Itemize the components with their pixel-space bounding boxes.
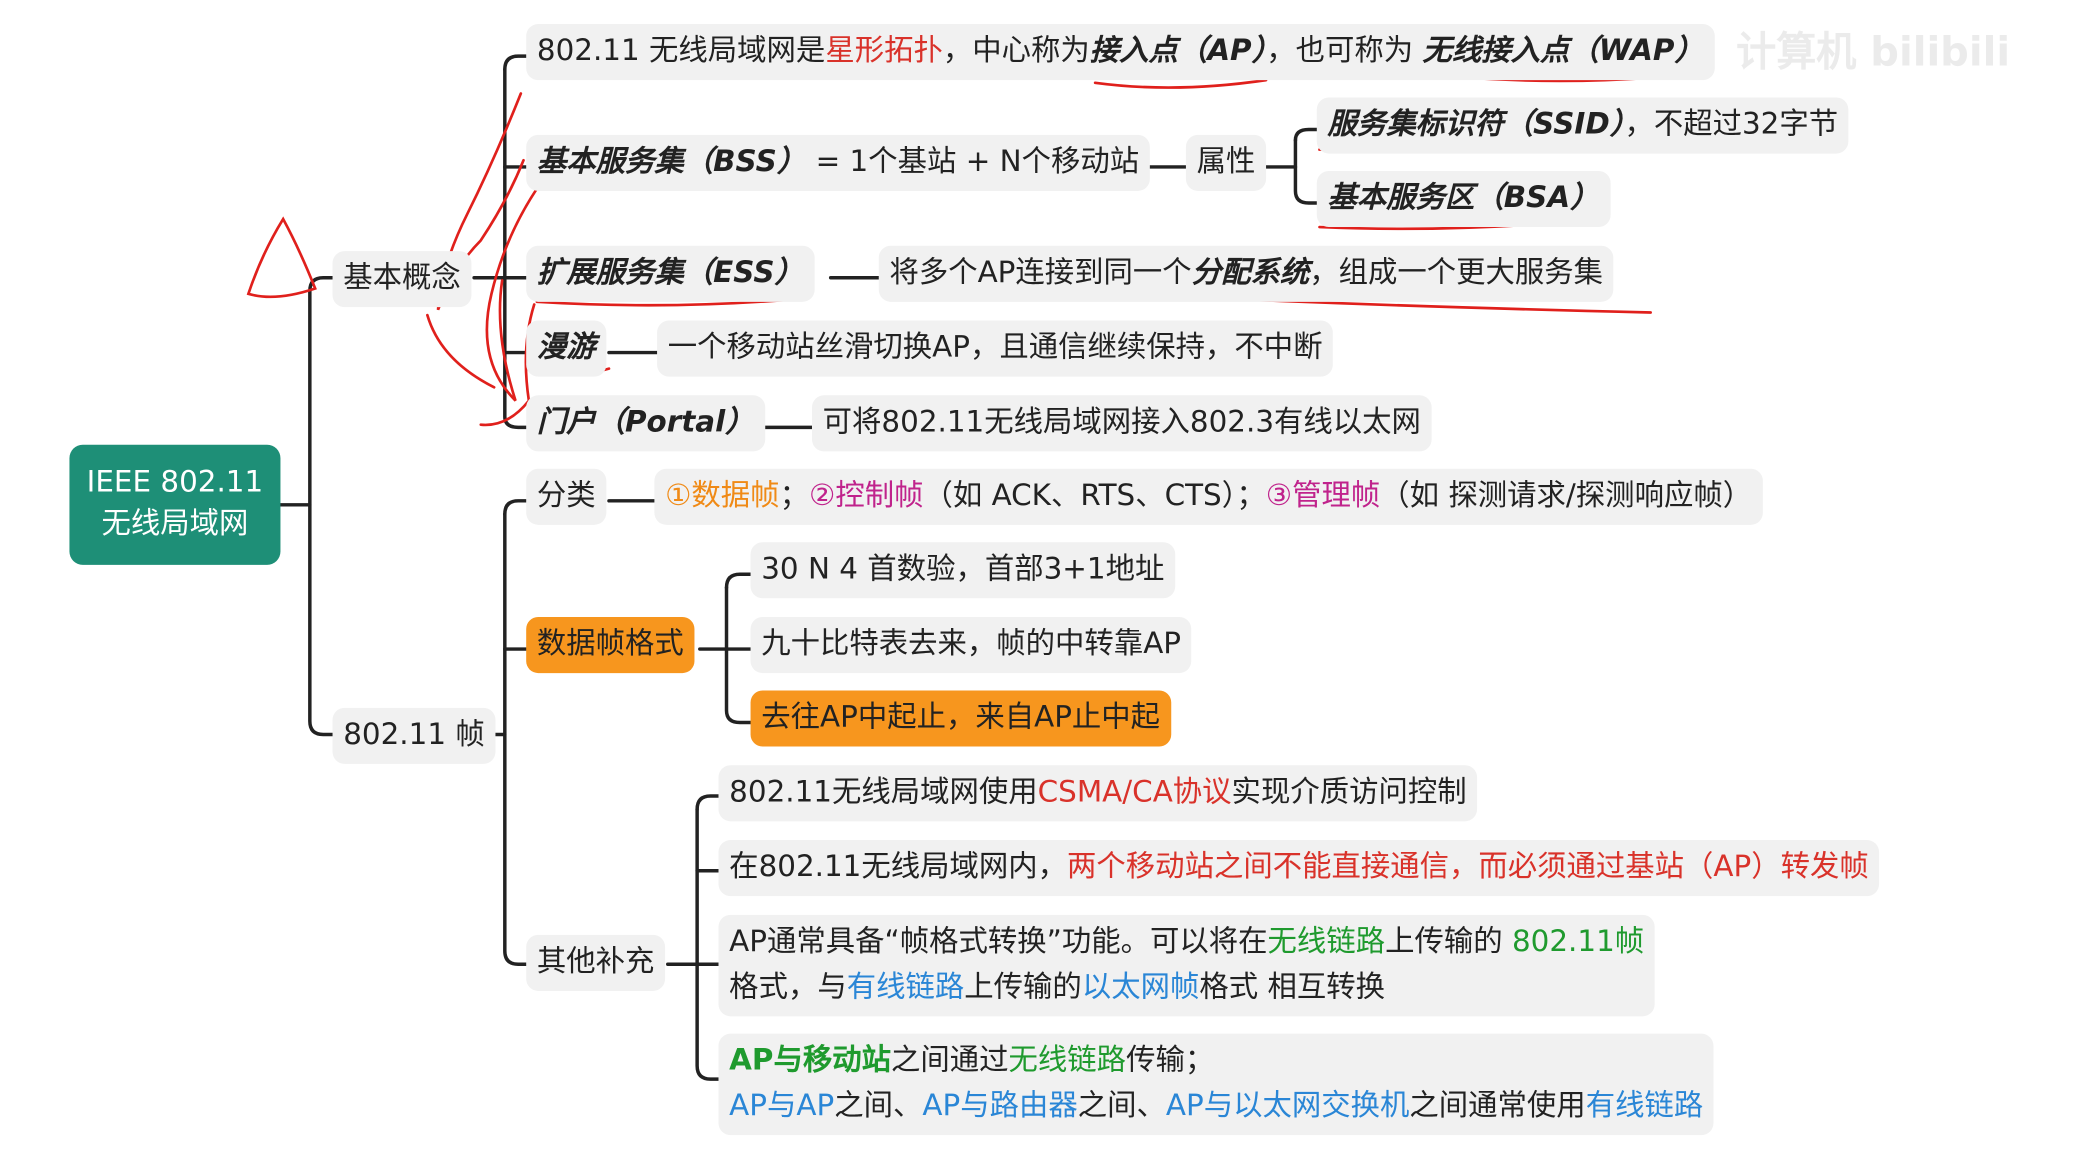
text: 实现介质访问控制 xyxy=(1231,775,1467,810)
text: AP通常具备“帧格式转换”功能。可以将在 xyxy=(729,925,1268,959)
term-bsa: 基本服务区（BSA） xyxy=(1327,181,1600,216)
watermark: 计算机 bilibili xyxy=(1736,29,2011,77)
term-portal: 门户（Portal） xyxy=(536,405,755,440)
highlight-ap-ap: AP与AP xyxy=(729,1089,835,1124)
branch-basic-concepts[interactable]: 基本概念 xyxy=(332,251,472,308)
node-format-mnemonic-1[interactable]: 30 N 4 首数验，首部3+1地址 xyxy=(750,542,1176,599)
text: 之间通过 xyxy=(890,1044,1009,1078)
term-distribution-system: 分配系统 xyxy=(1191,256,1310,290)
node-frame-types[interactable]: ①数据帧；②控制帧（如 ACK、RTS、CTS）；③管理帧（如 探测请求/探测响… xyxy=(654,468,1763,525)
node-ess-description[interactable]: 将多个AP连接到同一个分配系统，组成一个更大服务集 xyxy=(878,245,1614,302)
root-node[interactable]: IEEE 802.11 无线局域网 xyxy=(69,444,281,565)
type-management-frame: ③管理帧 xyxy=(1265,479,1381,513)
highlight-star-topology: 星形拓扑 xyxy=(825,34,943,69)
node-attribute[interactable]: 属性 xyxy=(1185,134,1267,191)
term-roaming: 漫游 xyxy=(536,331,596,365)
node-other-notes[interactable]: 其他补充 xyxy=(526,934,666,991)
text: 将多个AP连接到同一个 xyxy=(889,256,1192,290)
node-bsa[interactable]: 基本服务区（BSA） xyxy=(1316,170,1611,228)
node-star-topology[interactable]: 802.11 无线局域网是星形拓扑，中心称为接入点（AP），也可称为 无线接入点… xyxy=(526,24,1715,81)
line-2: 格式，与有线链路上传输的以太网帧格式 相互转换 xyxy=(729,966,1644,1011)
text: 802.11 无线局域网是 xyxy=(536,34,826,69)
highlight-ethernet-frame: 以太网帧 xyxy=(1081,970,1200,1005)
root-title-line2: 无线局域网 xyxy=(101,507,249,541)
node-portal[interactable]: 门户（Portal） xyxy=(526,395,766,452)
branch-80211-frame[interactable]: 802.11 帧 xyxy=(332,707,496,764)
text: 上传输的 xyxy=(1385,925,1512,959)
type-control-frame: ②控制帧 xyxy=(808,479,924,513)
node-classification[interactable]: 分类 xyxy=(526,468,607,525)
node-frame-conversion[interactable]: AP通常具备“帧格式转换”功能。可以将在无线链路上传输的 802.11帧 格式，… xyxy=(718,914,1655,1017)
text: ，中心称为 xyxy=(942,34,1090,69)
text: 在802.11无线局域网内， xyxy=(729,850,1068,885)
text: ，组成一个更大服务集 xyxy=(1309,256,1604,290)
text: 传输； xyxy=(1126,1044,1215,1078)
term-ssid: 服务集标识符（SSID） xyxy=(1327,108,1625,142)
text: ，不超过32字节 xyxy=(1624,108,1839,142)
node-no-direct-communication[interactable]: 在802.11无线局域网内，两个移动站之间不能直接通信，而必须通过基站（AP）转… xyxy=(718,840,1880,897)
text: = 1个基站 + N个移动站 xyxy=(806,145,1140,179)
root-title-line1: IEEE 802.11 xyxy=(86,466,264,500)
text: 格式，与 xyxy=(729,970,847,1005)
term-access-point: 接入点（AP） xyxy=(1089,34,1267,69)
node-ssid[interactable]: 服务集标识符（SSID），不超过32字节 xyxy=(1316,97,1849,154)
text: ； xyxy=(779,479,809,513)
line-1: AP与移动站之间通过无线链路传输； xyxy=(729,1039,1703,1084)
line-1: AP通常具备“帧格式转换”功能。可以将在无线链路上传输的 802.11帧 xyxy=(729,920,1644,965)
highlight-wired-link: 有线链路 xyxy=(1585,1089,1704,1124)
node-csma-ca[interactable]: 802.11无线局域网使用CSMA/CA协议实现介质访问控制 xyxy=(718,765,1478,822)
highlight-csma-ca: CSMA/CA协议 xyxy=(1037,775,1232,810)
text: ，也可称为 xyxy=(1266,34,1423,69)
node-portal-description[interactable]: 可将802.11无线局域网接入802.3有线以太网 xyxy=(811,395,1432,452)
text: 格式 相互转换 xyxy=(1199,970,1385,1005)
highlight-ap-station: AP与移动站 xyxy=(729,1044,891,1078)
text: （如 ACK、RTS、CTS）； xyxy=(923,479,1266,513)
text: 上传输的 xyxy=(964,970,1082,1005)
highlight-wireless-link: 无线链路 xyxy=(1267,925,1386,959)
node-roaming-description[interactable]: 一个移动站丝滑切换AP，且通信继续保持，不中断 xyxy=(657,320,1334,377)
text: 之间、 xyxy=(1077,1089,1166,1124)
term-bss: 基本服务集（BSS） xyxy=(536,145,807,179)
term-ess: 扩展服务集（ESS） xyxy=(536,256,804,290)
text: 802.11无线局域网使用 xyxy=(729,775,1038,810)
highlight-ap-router: AP与路由器 xyxy=(922,1089,1078,1124)
node-bss[interactable]: 基本服务集（BSS） = 1个基站 + N个移动站 xyxy=(526,134,1150,191)
text: 之间通常使用 xyxy=(1409,1089,1586,1124)
text: 之间、 xyxy=(834,1089,923,1124)
type-data-frame: ①数据帧 xyxy=(665,479,780,513)
highlight-wired-link: 有线链路 xyxy=(846,970,965,1005)
highlight-wireless-link: 无线链路 xyxy=(1008,1044,1127,1078)
highlight-80211-frame: 802.11帧 xyxy=(1511,925,1645,959)
node-format-mnemonic-2[interactable]: 九十比特表去来，帧的中转靠AP xyxy=(750,617,1192,674)
line-2: AP与AP之间、AP与路由器之间、AP与以太网交换机之间通常使用有线链路 xyxy=(729,1084,1703,1129)
node-link-types[interactable]: AP与移动站之间通过无线链路传输； AP与AP之间、AP与路由器之间、AP与以太… xyxy=(718,1033,1714,1136)
node-roaming[interactable]: 漫游 xyxy=(526,320,607,377)
highlight-ap-switch: AP与以太网交换机 xyxy=(1165,1089,1410,1124)
node-data-frame-format[interactable]: 数据帧格式 xyxy=(526,617,695,674)
node-format-mnemonic-3[interactable]: 去往AP中起止，来自AP止中起 xyxy=(750,690,1171,747)
term-wap: 无线接入点（WAP） xyxy=(1422,34,1704,69)
node-ess[interactable]: 扩展服务集（ESS） xyxy=(526,245,815,302)
text: （如 探测请求/探测响应帧） xyxy=(1380,479,1753,513)
highlight-forward-via-ap: 两个移动站之间不能直接通信，而必须通过基站（AP）转发帧 xyxy=(1067,850,1869,885)
